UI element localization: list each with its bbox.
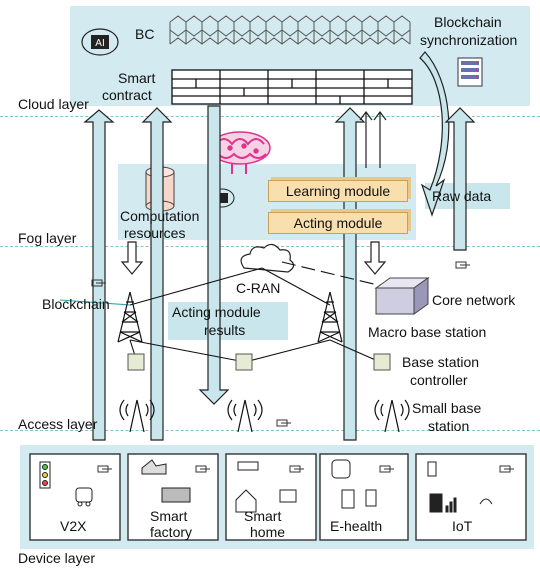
contract-label-1: Smart — [118, 70, 156, 86]
device-chain-icons — [97, 465, 514, 473]
bsc-label-1: Base station — [402, 354, 480, 370]
ehealth-icon — [331, 459, 377, 509]
factory-icon — [141, 459, 191, 503]
core-network-label: Core network — [432, 292, 516, 308]
device-label-factory-2: factory — [150, 524, 193, 540]
learning-module: Learning module — [268, 180, 408, 202]
device-label-ehealth: E-health — [330, 518, 383, 534]
iot-icon — [427, 461, 493, 513]
thin-up-arrows — [359, 111, 387, 168]
device-label-iot: IoT — [452, 518, 473, 534]
compute-label-1: Computation — [120, 208, 200, 224]
acting-results-label-2: results — [204, 322, 246, 338]
small-bs-label-2: station — [428, 418, 470, 434]
cran-cloud-icon — [240, 243, 295, 273]
macro-tower-left — [117, 291, 143, 343]
contract-label-2: contract — [102, 87, 152, 103]
device-label-v2x: V2X — [60, 518, 87, 534]
bs-controller-icons — [127, 353, 391, 371]
acting-module: Acting module — [268, 212, 408, 234]
device-label-factory-1: Smart — [150, 508, 188, 524]
device-label-home-1: Smart — [244, 508, 282, 524]
macro-tower-right — [317, 291, 343, 343]
sync-label-2: synchronization — [420, 32, 518, 48]
cloud-separator — [0, 116, 540, 117]
cran-label: C-RAN — [236, 280, 281, 296]
small-bs-icons — [119, 399, 410, 433]
macro-bs-label: Macro base station — [368, 324, 487, 340]
svg-text:AI: AI — [95, 38, 104, 49]
home-icon — [235, 461, 297, 513]
device-layer-label: Device layer — [18, 550, 96, 566]
sync-arrow — [419, 51, 450, 217]
access-layer-label: Access layer — [18, 416, 98, 432]
car-icon — [75, 487, 93, 507]
acting-results-label-1: Acting module — [172, 304, 261, 320]
fog-layer-label: Fog layer — [18, 230, 77, 246]
brain-icon — [209, 131, 271, 174]
downlink-arrows — [120, 105, 387, 405]
small-chain-icons — [91, 261, 470, 427]
cloud-layer-label: Cloud layer — [18, 96, 89, 112]
traffic-light-icon — [39, 461, 51, 489]
blockchain-chain — [169, 15, 411, 45]
bc-label: BC — [135, 26, 155, 42]
network-links — [59, 261, 383, 363]
raw-data-label: Raw data — [432, 188, 492, 204]
access-separator — [0, 430, 540, 431]
small-bs-label-1: Small base — [412, 400, 482, 416]
ai-chip-icon: AI — [81, 28, 119, 56]
acting-results-box — [168, 302, 288, 340]
device-label-home-2: home — [250, 524, 286, 540]
sync-label-1: Blockchain — [434, 14, 502, 30]
bsc-label-2: controller — [410, 372, 468, 388]
compute-label-2: resources — [124, 225, 186, 241]
server-icon — [457, 57, 483, 87]
uplink-arrows — [83, 107, 476, 441]
blockchain-label: Blockchain — [42, 296, 110, 312]
core-network-icon — [374, 277, 430, 315]
smart-contract-table — [171, 69, 413, 105]
